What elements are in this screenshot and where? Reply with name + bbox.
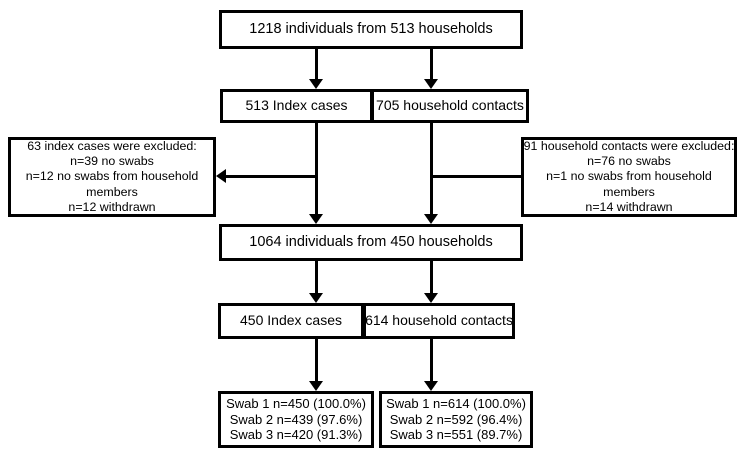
arrowhead-contacts-final-to-swabs	[424, 381, 438, 391]
arrowhead-total-to-index	[309, 79, 323, 89]
node-swab-results-household-contacts-line-1: Swab 2 n=592 (96.4%)	[389, 411, 523, 427]
node-excluded-index-cases: 63 index cases were excluded: n=39 no sw…	[8, 137, 216, 217]
node-swab-results-index-cases: Swab 1 n=450 (100.0%) Swab 2 n=439 (97.6…	[218, 391, 374, 448]
node-household-contacts-final-line-0: 614 household contacts	[365, 312, 513, 329]
node-index-cases-final: 450 Index cases	[218, 303, 364, 339]
connector-index-to-exclusions	[226, 175, 317, 178]
node-excluded-household-contacts-line-2: n=1 no swabs from household	[546, 169, 712, 184]
node-swab-results-index-cases-line-1: Swab 2 n=439 (97.6%)	[229, 411, 363, 427]
arrowhead-index-to-exclusions	[216, 169, 226, 183]
node-total-analysed: 1064 individuals from 450 households	[219, 224, 523, 261]
connector-analysed-to-index-final	[315, 261, 318, 293]
node-swab-results-index-cases-line-0: Swab 1 n=450 (100.0%)	[226, 395, 366, 411]
node-excluded-household-contacts-line-4: n=14 withdrawn	[585, 199, 673, 214]
node-excluded-index-cases-line-4: n=12 withdrawn	[68, 199, 156, 214]
node-swab-results-household-contacts-line-2: Swab 3 n=551 (89.7%)	[389, 427, 523, 443]
connector-contacts-to-analysed	[430, 123, 433, 215]
node-swab-results-index-cases-line-2: Swab 3 n=420 (91.3%)	[229, 427, 363, 443]
connector-total-to-contacts	[430, 49, 433, 80]
connector-analysed-to-contacts-final	[430, 261, 433, 293]
node-total-analysed-line-0: 1064 individuals from 450 households	[249, 233, 493, 250]
node-total-enrolled: 1218 individuals from 513 households	[219, 10, 523, 49]
node-index-cases-initial: 513 Index cases	[220, 89, 373, 123]
arrowhead-analysed-to-index-final	[309, 293, 323, 303]
node-excluded-index-cases-line-1: n=39 no swabs	[70, 154, 154, 169]
connector-contacts-to-exclusions	[430, 175, 521, 178]
arrowhead-total-to-contacts	[424, 79, 438, 89]
arrowhead-analysed-to-contacts-final	[424, 293, 438, 303]
node-swab-results-household-contacts-line-0: Swab 1 n=614 (100.0%)	[386, 395, 526, 411]
node-excluded-index-cases-line-0: 63 index cases were excluded:	[27, 139, 197, 154]
node-household-contacts-final: 614 household contacts	[363, 303, 515, 339]
node-excluded-household-contacts-line-3: members	[603, 184, 655, 199]
node-swab-results-household-contacts: Swab 1 n=614 (100.0%) Swab 2 n=592 (96.4…	[379, 391, 533, 448]
connector-total-to-index	[315, 49, 318, 80]
connector-index-final-to-swabs	[315, 339, 318, 381]
connector-index-to-analysed	[315, 123, 318, 215]
arrowhead-index-to-analysed	[309, 214, 323, 224]
node-excluded-index-cases-line-3: members	[86, 184, 138, 199]
connector-contacts-final-to-swabs	[430, 339, 433, 381]
node-household-contacts-initial: 705 household contacts	[371, 89, 529, 123]
node-index-cases-final-line-0: 450 Index cases	[240, 312, 342, 329]
arrowhead-contacts-to-analysed	[424, 214, 438, 224]
node-excluded-household-contacts-line-1: n=76 no swabs	[587, 154, 671, 169]
node-household-contacts-initial-line-0: 705 household contacts	[376, 97, 524, 114]
node-total-enrolled-line-0: 1218 individuals from 513 households	[249, 20, 493, 37]
arrowhead-index-final-to-swabs	[309, 381, 323, 391]
node-index-cases-initial-line-0: 513 Index cases	[245, 97, 348, 114]
node-excluded-household-contacts: 91 household contacts were excluded: n=7…	[521, 137, 737, 217]
node-excluded-index-cases-line-2: n=12 no swabs from household	[25, 169, 199, 184]
node-excluded-household-contacts-line-0: 91 household contacts were excluded:	[523, 139, 735, 154]
